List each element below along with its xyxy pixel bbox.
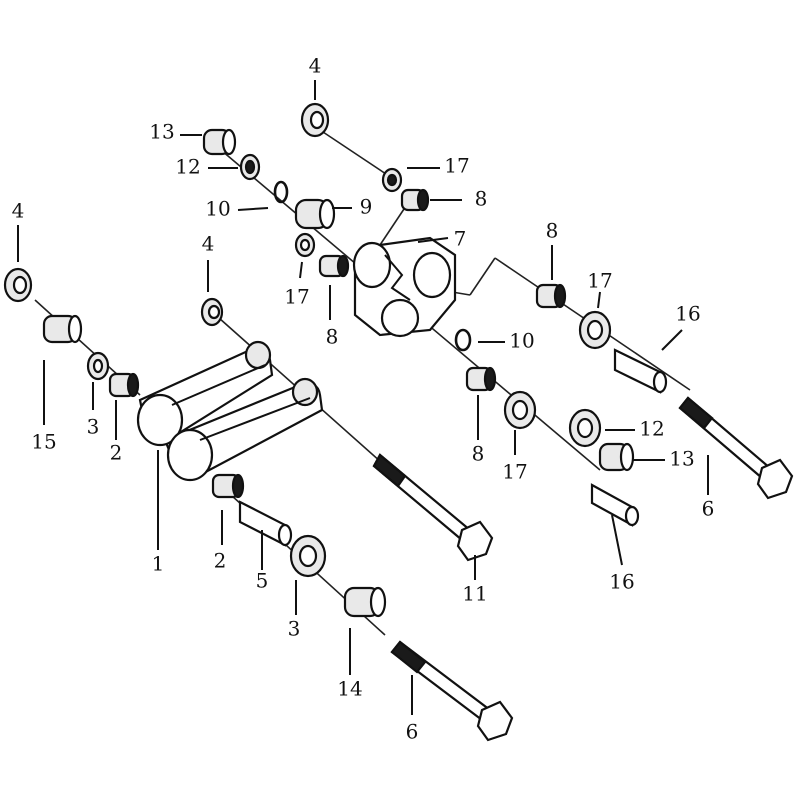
bearing-2-lower: [211, 473, 245, 499]
bearing-8-lower: [465, 366, 497, 392]
callout-6: 6: [702, 497, 715, 521]
washer-3-left: [86, 351, 110, 381]
seal-17-top: [381, 167, 403, 193]
washer-12-lower: [568, 408, 602, 448]
seal-17-left: [294, 232, 316, 258]
seal-17-right: [578, 310, 612, 350]
callout-4: 4: [309, 54, 322, 78]
callout-8: 8: [472, 442, 485, 466]
callout-12: 12: [639, 417, 664, 441]
callout-17: 17: [444, 154, 469, 178]
seal-17-lower: [503, 390, 537, 430]
bushing-13-top: [202, 128, 237, 156]
washer-12-top: [239, 153, 261, 181]
callout-7: 7: [454, 227, 467, 251]
cap-4-top: [300, 102, 330, 138]
cap-4-mid: [200, 297, 224, 327]
washer-3-lower: [289, 534, 327, 578]
bushing-15: [42, 314, 83, 344]
callout-16: 16: [609, 570, 634, 594]
callout-6: 6: [406, 720, 419, 744]
bearing-2-left: [108, 372, 140, 398]
callout-10: 10: [205, 197, 230, 221]
bushing-9: [294, 198, 336, 230]
callout-14: 14: [337, 677, 362, 701]
center-bracket: [352, 236, 457, 338]
link-arm: [136, 340, 324, 482]
bushing-14: [343, 586, 387, 618]
callout-labels: 4 13 12 10 9 17 8 7 4 4 17 8 8 17 16 10 …: [12, 54, 715, 744]
callout-13: 13: [669, 447, 694, 471]
snap-ring-10-top: [273, 180, 289, 204]
callout-3: 3: [87, 415, 100, 439]
callout-17: 17: [284, 285, 309, 309]
spacer-16-lower: [590, 483, 640, 527]
callout-3: 3: [288, 617, 301, 641]
bolt-6-right: [678, 396, 794, 500]
snap-ring-10-lower: [454, 328, 472, 352]
callout-13: 13: [149, 120, 174, 144]
callout-8: 8: [546, 219, 559, 243]
leader-lines: [17, 80, 709, 715]
callout-17: 17: [502, 460, 527, 484]
callout-11: 11: [462, 582, 487, 606]
callout-1: 1: [152, 552, 165, 576]
callout-16: 16: [675, 302, 700, 326]
callout-2: 2: [214, 549, 227, 573]
sleeve-5: [238, 500, 293, 547]
bearing-8-left: [318, 254, 350, 278]
callout-4: 4: [202, 232, 215, 256]
callout-10: 10: [509, 329, 534, 353]
callout-5: 5: [256, 569, 269, 593]
callout-12: 12: [175, 155, 200, 179]
callout-4: 4: [12, 199, 25, 223]
bearing-8-right: [535, 283, 567, 309]
bolt-11: [372, 453, 494, 562]
callout-2: 2: [110, 441, 123, 465]
spacer-16-upper: [613, 348, 668, 394]
bushing-13-lower: [598, 442, 635, 472]
callout-17: 17: [587, 269, 612, 293]
bolt-6-lower: [390, 640, 514, 742]
callout-9: 9: [360, 195, 373, 219]
callout-8: 8: [326, 325, 339, 349]
callout-15: 15: [31, 430, 56, 454]
callout-8: 8: [475, 187, 488, 211]
bearing-8-top: [400, 188, 430, 212]
cap-4-left: [3, 267, 33, 303]
